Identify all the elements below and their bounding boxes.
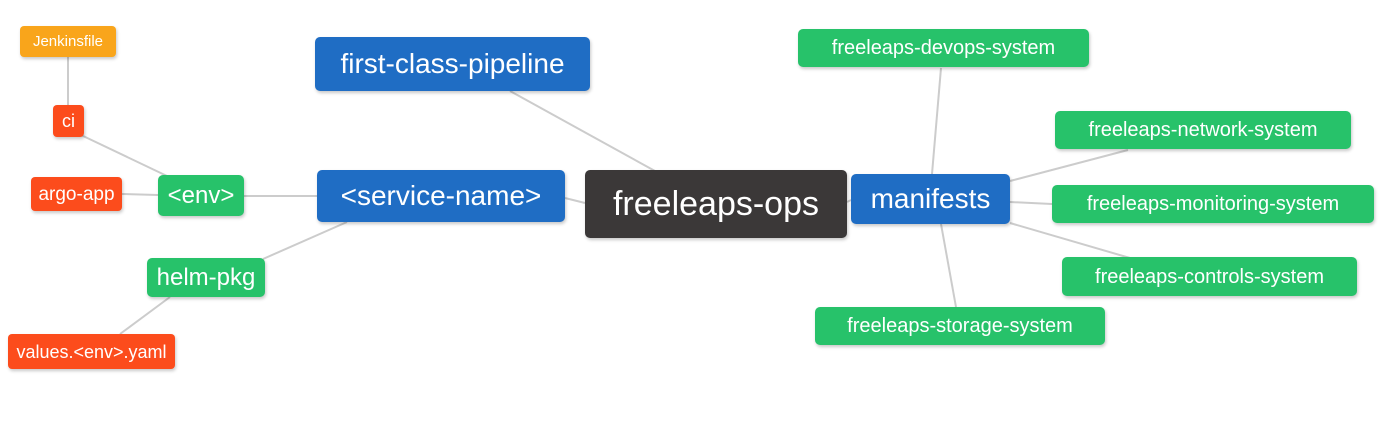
node-argo-app[interactable]: argo-app xyxy=(31,177,122,211)
edge-argo-app-env xyxy=(121,193,159,196)
node-helm-pkg[interactable]: helm-pkg xyxy=(147,258,265,297)
edge-ci-env xyxy=(80,134,168,177)
edge-manifests-network xyxy=(1009,149,1129,182)
node-freeleaps-monitoring-system[interactable]: freeleaps-monitoring-system xyxy=(1052,185,1374,223)
node-freeleaps-devops-system[interactable]: freeleaps-devops-system xyxy=(798,29,1089,67)
node-values-env-yaml[interactable]: values.<env>.yaml xyxy=(8,334,175,369)
edge-service-freeleaps-ops xyxy=(564,197,586,204)
node-jenkinsfile[interactable]: Jenkinsfile xyxy=(20,26,116,57)
node-freeleaps-ops-root[interactable]: freeleaps-ops xyxy=(585,170,847,238)
node-env[interactable]: <env> xyxy=(158,175,244,216)
node-ci[interactable]: ci xyxy=(53,105,84,137)
edge-values-helm-pkg xyxy=(119,296,171,335)
edge-helm-pkg-service-name xyxy=(262,221,348,260)
node-freeleaps-storage-system[interactable]: freeleaps-storage-system xyxy=(815,307,1105,345)
node-freeleaps-controls-system[interactable]: freeleaps-controls-system xyxy=(1062,257,1357,296)
edge-manifests-storage xyxy=(940,223,957,308)
node-first-class-pipeline[interactable]: first-class-pipeline xyxy=(315,37,590,91)
edge-manifests-controls xyxy=(1009,222,1131,259)
node-service-name[interactable]: <service-name> xyxy=(317,170,565,222)
edge-manifests-monitoring xyxy=(1009,201,1053,205)
node-manifests[interactable]: manifests xyxy=(851,174,1010,224)
edge-freeleaps-ops-manifests xyxy=(846,199,852,203)
edge-manifests-devops xyxy=(931,67,942,175)
node-freeleaps-network-system[interactable]: freeleaps-network-system xyxy=(1055,111,1351,149)
edge-pipeline-freeleaps-ops xyxy=(509,90,656,172)
